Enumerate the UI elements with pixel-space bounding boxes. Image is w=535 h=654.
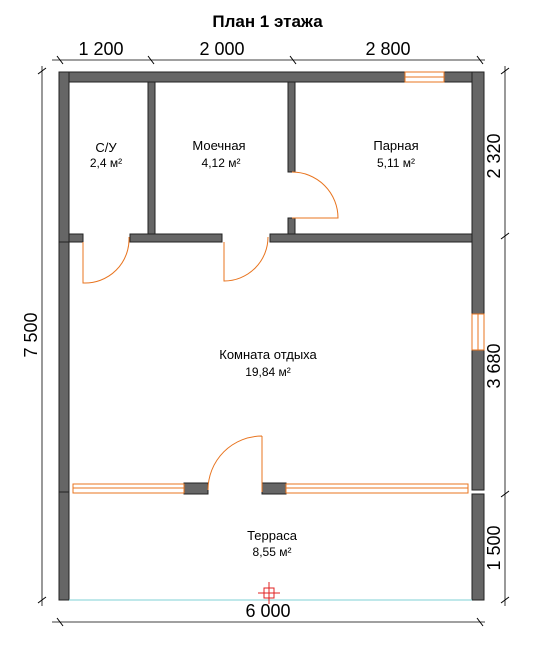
room-name-steam-room: Парная xyxy=(373,138,418,153)
room-area-steam-room: 5,11 м² xyxy=(377,156,415,170)
dimension-lines xyxy=(37,55,510,627)
doors xyxy=(82,171,339,492)
dim-right-1: 2 320 xyxy=(484,133,504,178)
center-marker-icon xyxy=(258,582,280,604)
dim-right-3: 1 500 xyxy=(484,525,504,570)
dim-right-2: 3 680 xyxy=(484,343,504,388)
room-area-terrace: 8,55 м² xyxy=(253,545,292,559)
room-name-terrace: Терраса xyxy=(247,528,298,543)
windows xyxy=(72,71,485,494)
room-area-bathroom: 2,4 м² xyxy=(90,156,122,170)
room-area-washroom: 4,12 м² xyxy=(202,156,241,170)
room-area-lounge: 19,84 м² xyxy=(245,365,291,379)
dim-top-1: 1 200 xyxy=(78,39,123,59)
dim-top-2: 2 000 xyxy=(199,39,244,59)
room-name-washroom: Моечная xyxy=(192,138,245,153)
room-name-bathroom: С/У xyxy=(95,140,117,155)
dim-top-3: 2 800 xyxy=(365,39,410,59)
plan-title: План 1 этажа xyxy=(212,12,323,31)
walls xyxy=(58,71,485,601)
room-name-lounge: Комната отдыха xyxy=(219,347,317,362)
dim-left: 7 500 xyxy=(21,312,41,357)
dim-bottom: 6 000 xyxy=(245,601,290,621)
